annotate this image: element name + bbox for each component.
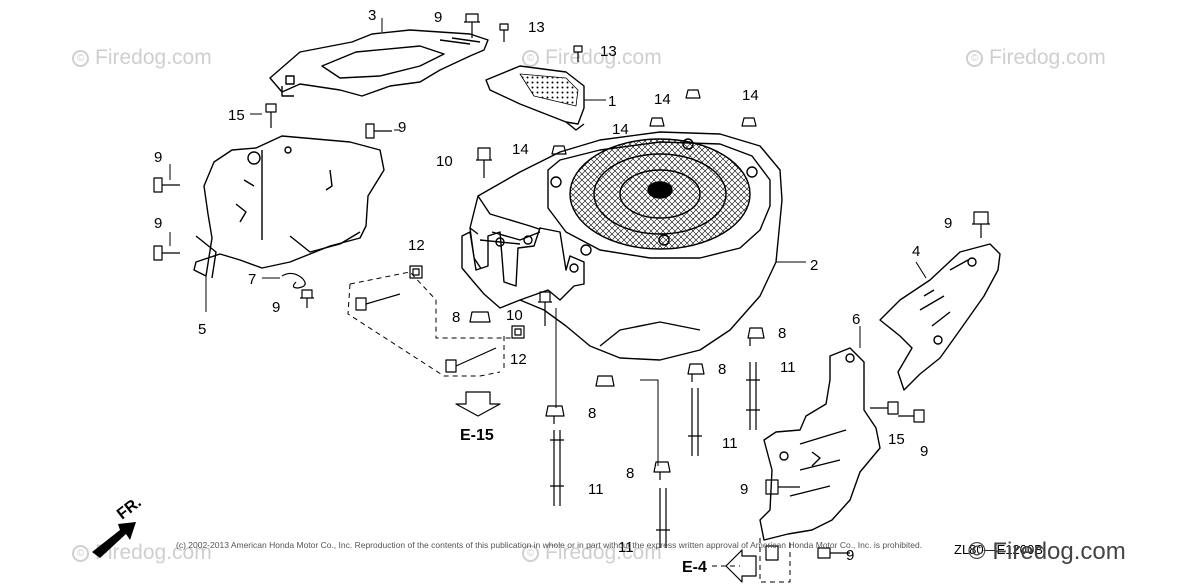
callout-8: 8 bbox=[778, 325, 786, 342]
callout-9: 9 bbox=[154, 149, 162, 166]
part-6-right-plate bbox=[759, 347, 881, 541]
callout-11: 11 bbox=[722, 435, 738, 452]
callout-1: 1 bbox=[608, 93, 616, 110]
callout-4: 4 bbox=[912, 243, 920, 260]
callout-6: 6 bbox=[852, 311, 860, 328]
reference-e4: E-4 bbox=[682, 559, 707, 576]
callout-14: 14 bbox=[742, 87, 759, 104]
reference-e15: E-15 bbox=[460, 427, 494, 444]
callout-2: 2 bbox=[810, 257, 818, 274]
callout-14: 14 bbox=[512, 141, 529, 158]
spring-clip bbox=[281, 272, 306, 289]
callout-13: 13 bbox=[528, 19, 545, 36]
callout-15: 15 bbox=[228, 107, 245, 124]
clips bbox=[409, 265, 525, 339]
callout-9: 9 bbox=[272, 299, 280, 316]
part-4-right-shroud bbox=[879, 243, 1001, 391]
callout-12: 12 bbox=[510, 351, 527, 368]
callout-14: 14 bbox=[654, 91, 671, 108]
watermark: © Firedog.com bbox=[72, 46, 212, 70]
part-1-mesh-cover bbox=[485, 65, 585, 131]
watermark-text: Firedog.com bbox=[545, 541, 662, 564]
copyright-icon: © bbox=[966, 49, 983, 67]
callout-9: 9 bbox=[154, 215, 162, 232]
left-arrow-icon bbox=[725, 549, 757, 583]
part-3-cover-plate bbox=[269, 29, 489, 97]
part-5-left-shroud bbox=[193, 135, 385, 279]
callout-10: 10 bbox=[436, 153, 453, 170]
copyright-icon: © bbox=[968, 538, 993, 565]
callout-11: 11 bbox=[618, 539, 634, 556]
studs bbox=[469, 311, 765, 548]
leader-lines bbox=[169, 18, 927, 348]
callout-9: 9 bbox=[434, 9, 442, 26]
callout-8: 8 bbox=[452, 309, 460, 326]
callout-11: 11 bbox=[780, 359, 796, 376]
callout-9: 9 bbox=[920, 443, 928, 460]
guide-lines bbox=[347, 271, 791, 583]
watermark-text: Firedog.com bbox=[95, 46, 212, 69]
watermark: © Firedog.com bbox=[522, 541, 662, 565]
callout-13: 13 bbox=[600, 43, 617, 60]
direction-label: FR. bbox=[114, 494, 145, 523]
callout-8: 8 bbox=[718, 361, 726, 378]
callout-9: 9 bbox=[944, 215, 952, 232]
copyright-notice: (c) 2002-2013 American Honda Motor Co., … bbox=[176, 540, 923, 550]
watermark: © Firedog.com bbox=[968, 538, 1126, 566]
diagram-code: ZL80—E1200B bbox=[954, 542, 1043, 557]
callout-10: 10 bbox=[506, 307, 523, 324]
callout-8: 8 bbox=[626, 465, 634, 482]
callout-8: 8 bbox=[588, 405, 596, 422]
callout-15: 15 bbox=[888, 431, 905, 448]
copyright-icon: © bbox=[72, 544, 89, 562]
callout-14: 14 bbox=[612, 121, 629, 138]
down-arrow-icon bbox=[455, 391, 501, 417]
nuts bbox=[551, 89, 757, 155]
watermark-text: Firedog.com bbox=[95, 541, 212, 564]
callout-9: 9 bbox=[846, 547, 854, 564]
bolts bbox=[153, 13, 990, 561]
callout-numbers: 3 9 13 13 1 14 14 14 14 10 15 9 9 9 12 7… bbox=[154, 7, 952, 576]
callout-7: 7 bbox=[248, 271, 256, 288]
copyright-icon: © bbox=[522, 49, 539, 67]
callout-12: 12 bbox=[408, 237, 425, 254]
callout-9: 9 bbox=[398, 119, 406, 136]
watermark: © Firedog.com bbox=[72, 541, 212, 565]
watermark: © Firedog.com bbox=[966, 46, 1106, 70]
inner-bracket bbox=[461, 227, 585, 309]
copyright-icon: © bbox=[522, 544, 539, 562]
copyright-icon: © bbox=[72, 49, 89, 67]
watermark-text: Firedog.com bbox=[992, 538, 1126, 565]
callout-9: 9 bbox=[740, 481, 748, 498]
watermark-text: Firedog.com bbox=[989, 46, 1106, 69]
part-2-blower-housing bbox=[469, 131, 783, 361]
callout-5: 5 bbox=[198, 321, 206, 338]
front-direction-indicator: FR. bbox=[92, 494, 145, 558]
callout-3: 3 bbox=[368, 7, 376, 24]
callout-11: 11 bbox=[588, 481, 604, 498]
